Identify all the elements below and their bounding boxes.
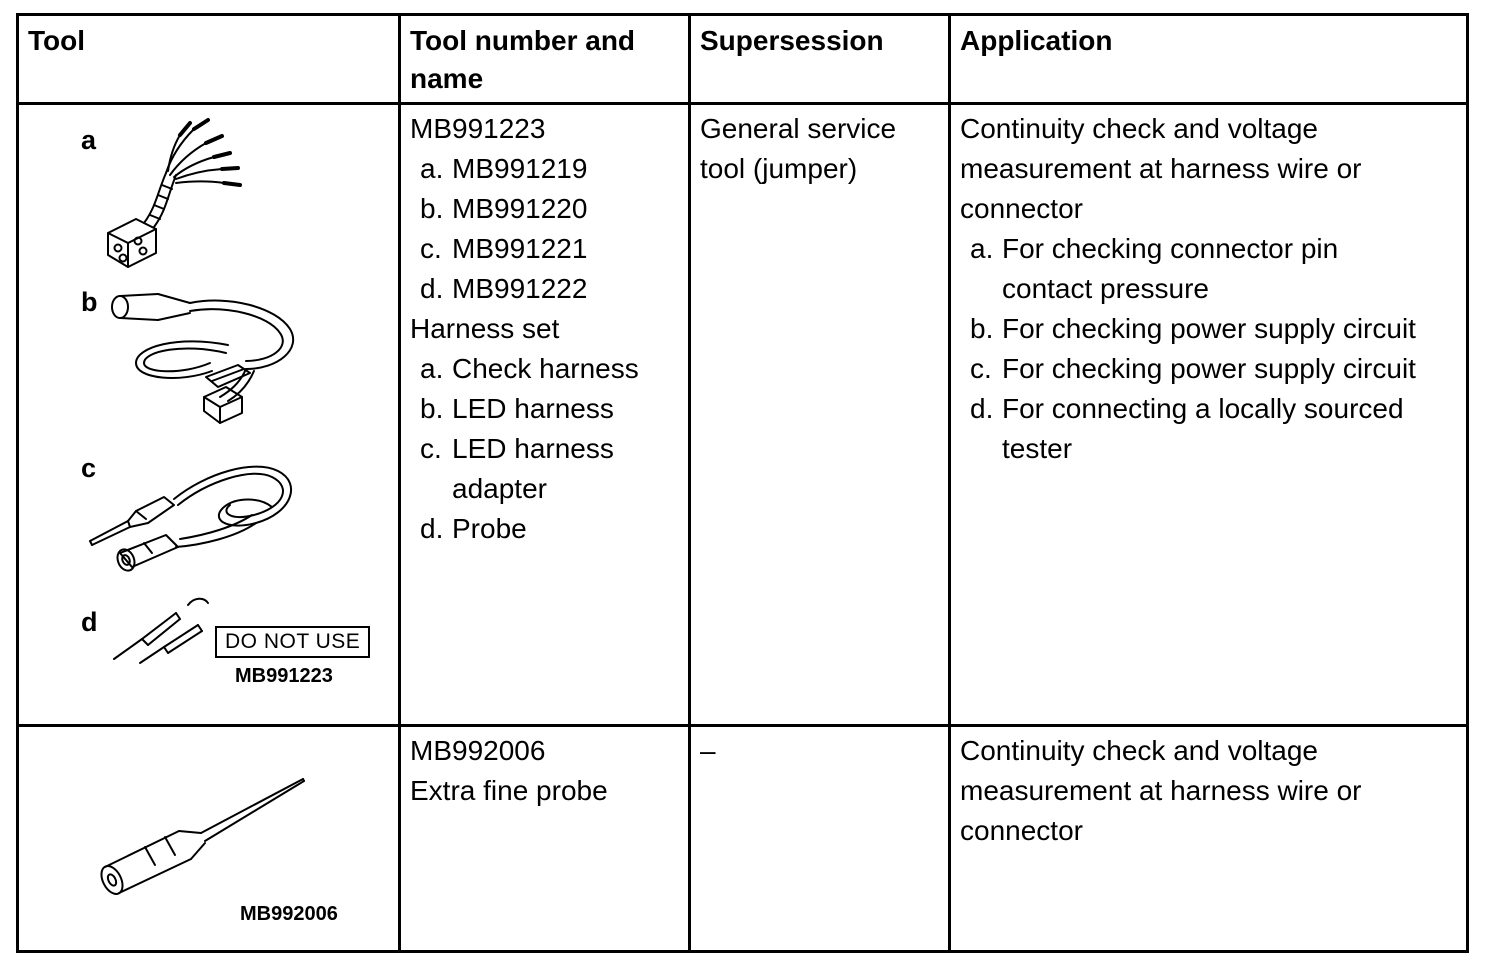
list-marker: d. [420,513,444,544]
tool-name: Extra fine probe [410,775,608,806]
list-item: a. Check harness [410,349,682,389]
table-row: a b c d [16,102,1469,727]
list-item: d. For connecting a locally sourced teste… [960,389,1460,469]
list-text: MB991220 [452,193,588,224]
list-marker: d. [420,273,444,304]
list-item: c. MB991221 [410,229,682,269]
do-not-use-badge: DO NOT USE [215,626,371,658]
list-marker: a. [420,353,444,384]
supersession-dash: – [700,735,716,766]
supersession-text: General service tool (jumper) [700,113,897,184]
led-harness-adapter-illustration [86,439,311,594]
list-text: For checking connector pin contact press… [1002,233,1339,304]
tool-cell-harness-set: a b c d [16,102,401,727]
tool-number-main: MB992006 [410,735,546,766]
special-tools-table: Tool Tool number and name Supersession A… [16,13,1469,953]
list-marker: c. [970,353,992,384]
tool-set-name: Harness set [410,313,560,344]
header-application: Application [948,13,1469,105]
list-marker: b. [420,393,444,424]
application-main: Continuity check and voltage measurement… [960,113,1362,224]
figure-label-d: d [81,607,98,637]
list-marker: a. [420,153,444,184]
list-text: LED harness adapter [452,433,614,504]
figure-caption: MB991223 [235,665,333,687]
list-item: b. LED harness [410,389,682,429]
supersession-cell: General service tool (jumper) [688,102,951,727]
list-marker: b. [420,193,444,224]
header-supersession: Supersession [688,13,951,105]
extra-fine-probe-illustration [93,771,313,901]
list-item: b. MB991220 [410,189,682,229]
application-cell: Continuity check and voltage measurement… [948,102,1469,727]
list-marker: b. [970,313,994,344]
application-main: Continuity check and voltage measurement… [960,735,1362,846]
figure-label-a: a [81,125,97,155]
tool-number-main: MB991223 [410,113,546,144]
supersession-cell: – [688,724,951,953]
list-marker: d. [970,393,994,424]
list-item: c. For checking power supply circuit [960,349,1460,389]
tool-cell-extra-fine-probe: MB992006 [16,724,401,953]
list-marker: c. [420,433,442,464]
list-item: d. Probe [410,509,682,549]
application-cell: Continuity check and voltage measurement… [948,724,1469,953]
header-tool-number: Tool number and name [398,13,691,105]
list-marker: c. [420,233,442,264]
header-tool: Tool [16,13,401,105]
list-item: a. For checking connector pin contact pre… [960,229,1460,309]
header-row: Tool Tool number and name Supersession A… [16,13,1469,105]
tool-number-cell: MB991223 a. MB991219 b. MB991220 c. MB99122… [398,102,691,727]
list-text: Check harness [452,353,639,384]
tool-number-cell: MB992006 Extra fine probe [398,724,691,953]
table-row: MB992006 MB992006 Extra fine probe – Con… [16,724,1469,953]
list-text: Probe [452,513,527,544]
figure-caption: MB992006 [240,903,338,925]
led-harness-illustration [108,285,308,430]
list-text: For checking power supply circuit [1002,353,1416,384]
list-text: For connecting a locally sourced tester [1002,393,1404,464]
figure-label-b: b [81,287,98,317]
list-text: LED harness [452,393,614,424]
list-text: MB991222 [452,273,588,304]
list-item: b. For checking power supply circuit [960,309,1460,349]
list-item: c. LED harness adapter [410,429,682,509]
list-item: a. MB991219 [410,149,682,189]
figure-label-c: c [81,453,97,483]
list-text: MB991221 [452,233,588,264]
list-text: For checking power supply circuit [1002,313,1416,344]
list-item: d. MB991222 [410,269,682,309]
probe-illustration [110,595,225,670]
check-harness-illustration [98,115,263,280]
list-text: MB991219 [452,153,588,184]
list-marker: a. [970,233,994,264]
